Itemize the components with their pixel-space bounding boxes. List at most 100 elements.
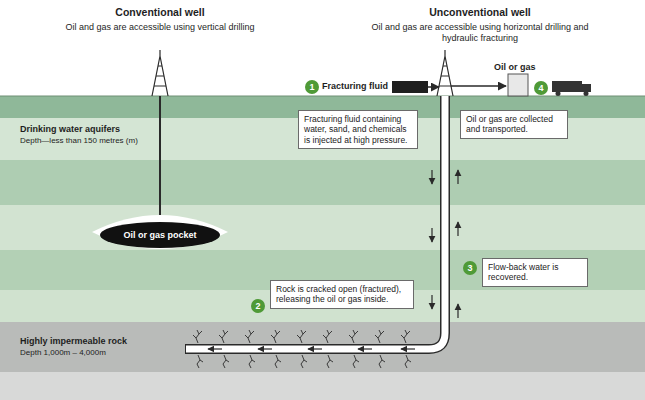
truck-wheel [556, 91, 561, 96]
rig-brace [439, 50, 451, 86]
heading: Conventional well [60, 6, 260, 19]
product-line [451, 85, 506, 87]
callout-number: 2 [251, 299, 265, 313]
fluid-tank [392, 81, 428, 93]
illustration-part [327, 355, 330, 368]
drilling-rig [152, 50, 168, 96]
oil-gas-pocket: Oil or gas pocket [100, 222, 220, 248]
subheading: Oil and gas are accessible using horizon… [370, 22, 590, 44]
illustration-part [378, 330, 381, 343]
illustration-part [329, 331, 332, 334]
callout-number: 3 [463, 261, 477, 275]
left-arrow [258, 348, 272, 349]
illustration-part [375, 335, 378, 338]
drilling-rig [437, 50, 453, 96]
down-arrow [431, 170, 432, 184]
equipment-label: Fracturing fluid [322, 81, 392, 92]
callout-number: 1 [305, 80, 319, 94]
fractures [193, 330, 411, 368]
illustration-part [193, 335, 196, 338]
deep-rock-band [0, 372, 645, 400]
layer-label: Highly impermeable rock [20, 336, 180, 347]
step-box: Fracturing fluid containing water, sand,… [298, 110, 418, 149]
illustration-part [200, 360, 203, 362]
illustration-part [223, 355, 226, 368]
up-arrow [457, 170, 458, 184]
illustration-part [278, 360, 281, 362]
well-casing [185, 96, 445, 349]
step-text: Rock is cracked open (fractured), releas… [276, 284, 408, 305]
illustration-part [349, 335, 352, 338]
depth-note: Depth—less than 150 metres (m) [20, 136, 158, 146]
illustration-part [219, 335, 222, 338]
left-arrow [401, 348, 415, 349]
illustration-part [249, 355, 252, 368]
illustration-part [252, 360, 255, 362]
truck-wheel [584, 91, 589, 96]
illustration-part [352, 330, 355, 343]
illustration-part [271, 335, 274, 338]
rock-band [0, 160, 645, 205]
left-arrow [208, 348, 222, 349]
subheading: Oil and gas are accessible using vertica… [50, 22, 270, 33]
step-text: Fracturing fluid containing water, sand,… [304, 114, 412, 145]
ground-line [0, 96, 645, 97]
vertical-well [159, 96, 161, 216]
pocket-cavity [92, 215, 228, 249]
step-box: Oil or gas are collected and transported… [460, 110, 568, 139]
storage-tank [508, 74, 528, 96]
illustration-part [199, 331, 202, 334]
illustration-part [222, 330, 225, 343]
illustration-part [300, 330, 303, 343]
callout-number: 3 [463, 261, 477, 275]
truck-cab [582, 84, 591, 92]
callout-number: 4 [534, 81, 548, 95]
flow-arrows [208, 170, 458, 349]
well-bore [186, 96, 445, 349]
pocket-label: Oil or gas pocket [123, 230, 196, 240]
illustration-part [356, 360, 359, 362]
illustration-part [297, 335, 300, 338]
illustration-part [326, 330, 329, 343]
step-text: Oil or gas are collected and transported… [466, 114, 562, 135]
illustration-part [251, 331, 254, 334]
callout-number: 4 [534, 81, 548, 95]
illustration-part [274, 330, 277, 343]
depth-note: Depth 1,000m – 4,000m [20, 348, 180, 358]
heading: Unconventional well [375, 6, 585, 19]
illustration-part [301, 355, 304, 368]
illustration-part [353, 355, 356, 368]
step-box: Rock is cracked open (fractured), releas… [270, 280, 414, 309]
rock-band [0, 205, 645, 250]
illustration-part [304, 360, 307, 362]
illustration-part [303, 331, 306, 334]
sky [0, 0, 645, 96]
illustration-part [245, 335, 248, 338]
rig-brace [154, 50, 166, 86]
illustration-part [382, 360, 385, 362]
illustration-part [407, 331, 410, 334]
illustration-part [401, 335, 404, 338]
illustration-part [405, 355, 408, 368]
illustration-part [408, 360, 411, 362]
up-arrow [457, 304, 458, 318]
callout-number: 2 [251, 299, 265, 313]
left-arrow [308, 348, 322, 349]
illustration-part [379, 355, 382, 368]
illustration-part [330, 360, 333, 362]
illustration-part [197, 355, 200, 368]
down-arrow [431, 228, 432, 242]
illustration-part [196, 330, 199, 343]
illustration-part [226, 360, 229, 362]
left-arrow [358, 348, 372, 349]
up-arrow [457, 222, 458, 236]
step-text: Flow-back water is recovered. [488, 262, 582, 283]
down-arrow [431, 295, 432, 309]
fluid-line [428, 86, 439, 88]
illustration-part [323, 335, 326, 338]
illustration-part [277, 331, 280, 334]
truck-trailer [552, 81, 582, 92]
equipment-label: Oil or gas [494, 62, 554, 73]
illustration-part [404, 330, 407, 343]
